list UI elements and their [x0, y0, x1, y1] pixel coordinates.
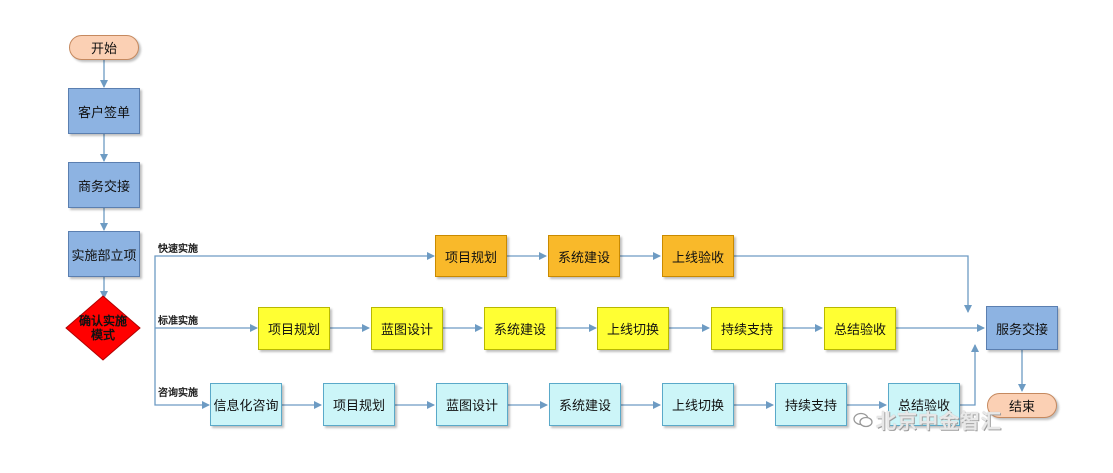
- decision-label: 确认实施 模式: [70, 314, 136, 342]
- standard-node-4: 上线切换: [597, 307, 669, 350]
- standard-node-5: 持续支持: [711, 307, 783, 350]
- standard-node-3: 系统建设: [484, 307, 556, 350]
- consulting-node-3: 蓝图设计: [436, 383, 508, 426]
- fast-node-3: 上线验收: [662, 235, 734, 277]
- consulting-node-4: 系统建设: [549, 383, 621, 426]
- decision-diamond: [65, 295, 141, 361]
- consulting-node-7: 总结验收: [888, 383, 960, 426]
- lane-label-fast: 快速实施: [158, 244, 198, 255]
- arrow-fast-to-service: [734, 255, 972, 313]
- lane-label-standard: 标准实施: [158, 316, 198, 327]
- decision-label-line2: 模式: [90, 328, 115, 342]
- fast-node-1: 项目规划: [435, 235, 507, 277]
- branch-consulting: [154, 328, 210, 409]
- customer-sign-node: 客户签单: [68, 88, 140, 134]
- wechat-icon: [853, 412, 873, 428]
- decision-label-line1: 确认实施: [78, 314, 127, 328]
- consulting-node-5: 上线切换: [662, 383, 734, 426]
- end-node: 结束: [987, 393, 1057, 418]
- consulting-node-2: 项目规划: [323, 383, 395, 426]
- business-handover-node: 商务交接: [68, 162, 140, 208]
- lane-label-consulting: 咨询实施: [158, 388, 198, 399]
- branch-fast: [154, 252, 435, 328]
- standard-node-2: 蓝图设计: [371, 307, 443, 350]
- standard-node-6: 总结验收: [824, 307, 896, 350]
- arrow-con-to-service: [960, 344, 979, 406]
- consulting-node-1: 信息化咨询: [210, 383, 282, 426]
- start-node: 开始: [69, 35, 139, 60]
- standard-node-1: 项目规划: [258, 307, 330, 350]
- fast-node-2: 系统建设: [548, 235, 620, 277]
- consulting-node-6: 持续支持: [775, 383, 847, 426]
- watermark-text: 北京中金智汇: [876, 409, 1002, 433]
- project-setup-node: 实施部立项: [68, 231, 140, 277]
- service-handover-node: 服务交接: [986, 306, 1058, 350]
